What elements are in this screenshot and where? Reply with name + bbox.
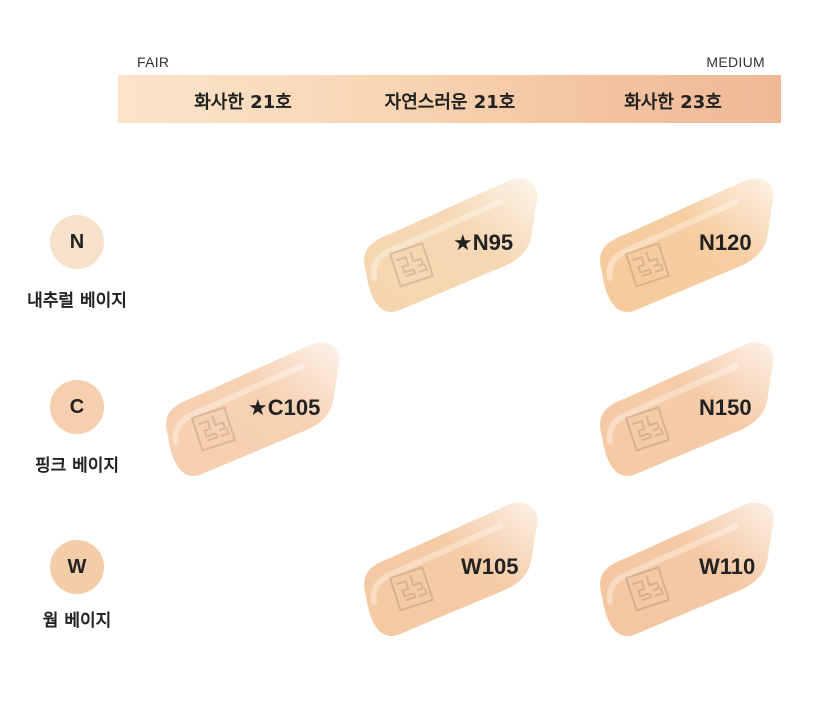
row-w-circle: W [50, 540, 104, 594]
logo-emboss-icon [388, 242, 435, 288]
swatch-w105-label: W105 [461, 554, 519, 579]
column-header-bright-21: 화사한 21호 [194, 92, 292, 113]
row-c-circle: C [50, 380, 104, 434]
fair-label: FAIR [137, 54, 170, 70]
swatch-n150 [596, 336, 776, 486]
swatch-n120-label: N120 [699, 230, 752, 255]
medium-label: MEDIUM [706, 54, 765, 70]
row-n-name: 내추럴 베이지 [27, 291, 127, 311]
logo-emboss-icon [624, 566, 671, 612]
logo-emboss-icon [190, 406, 237, 452]
swatch-c105 [162, 336, 342, 486]
row-n-circle: N [50, 215, 104, 269]
swatch-n150-label: N150 [699, 395, 752, 420]
swatch-w110 [596, 496, 776, 646]
column-header-bright-23: 화사한 23호 [624, 92, 722, 113]
logo-emboss-icon [624, 242, 671, 288]
swatch-w105 [360, 496, 540, 646]
row-w-name: 웜 베이지 [42, 611, 112, 631]
swatch-n95 [360, 172, 540, 322]
shade-gradient-bar [118, 75, 781, 123]
column-header-natural-21: 자연스러운 21호 [384, 92, 516, 113]
swatch-c105-label: ★C105 [248, 395, 321, 420]
swatch-n95-label: ★N95 [453, 230, 514, 255]
row-c-name: 핑크 베이지 [34, 456, 120, 476]
logo-emboss-icon [624, 406, 671, 452]
swatch-n120 [596, 172, 776, 322]
logo-emboss-icon [388, 566, 435, 612]
swatch-w110-label: W110 [699, 554, 756, 579]
